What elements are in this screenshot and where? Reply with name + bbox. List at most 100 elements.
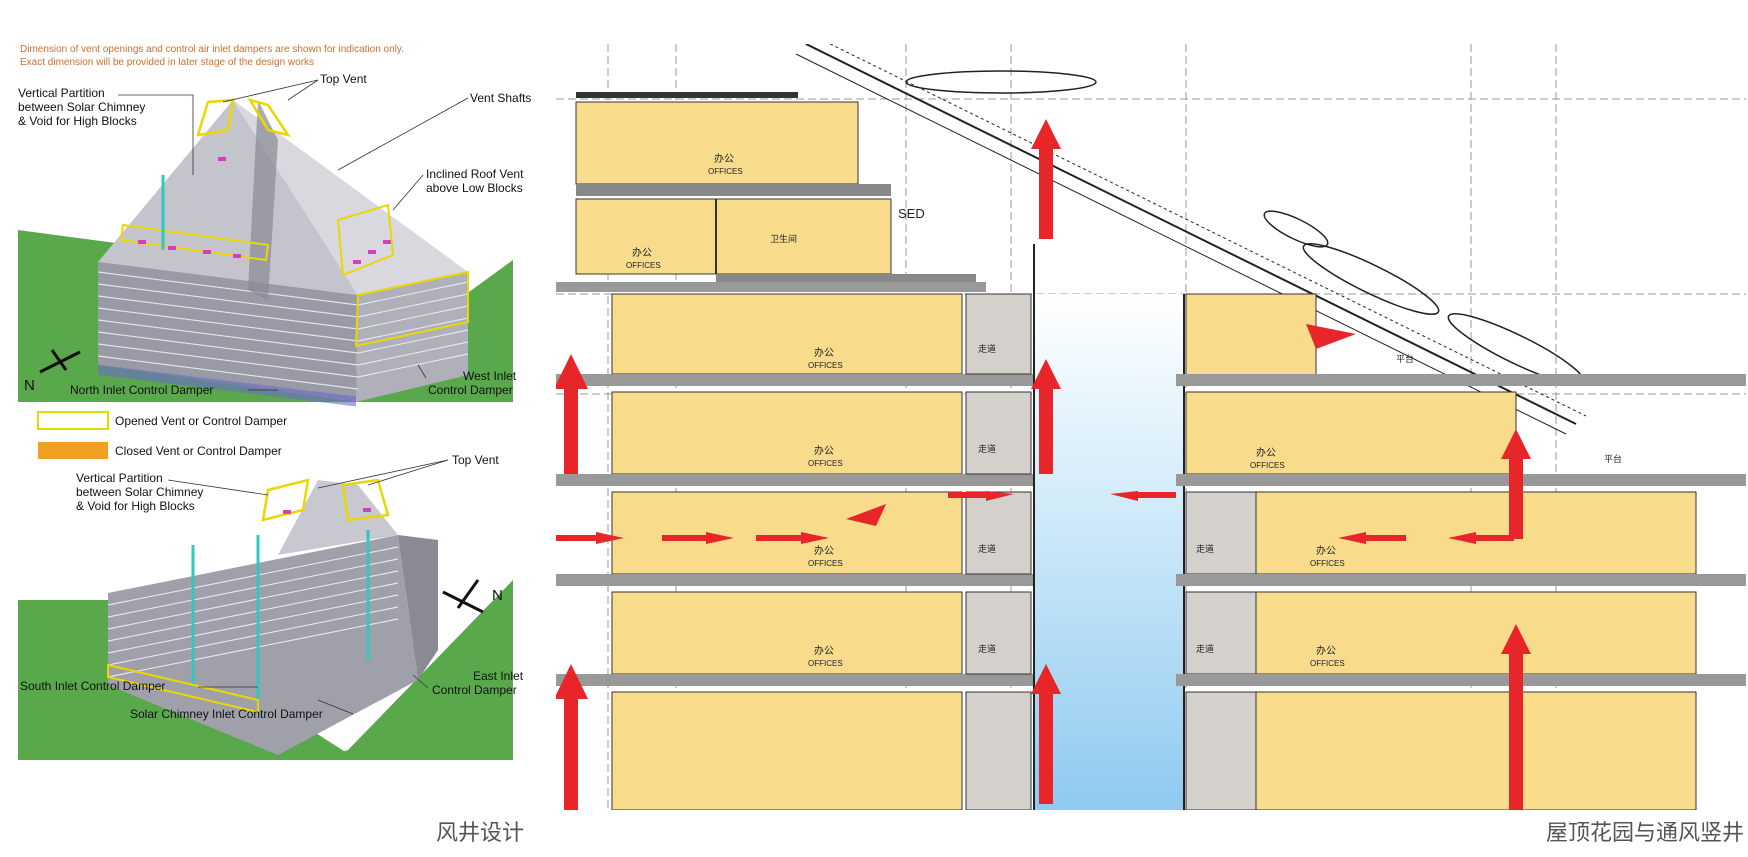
airflow-arrow-up-facade-3	[1501, 429, 1531, 539]
vent-markers-top	[138, 157, 391, 264]
label-partition-top-3: & Void for High Blocks	[18, 114, 137, 128]
block-face-east-bottom	[398, 535, 438, 680]
label-partition-bottom-2: between Solar Chimney	[76, 485, 203, 499]
top-vent-frame-1	[196, 98, 235, 137]
office-label-en-4: OFFICES	[808, 459, 843, 468]
airflow-arrow-roof-diag	[1306, 324, 1356, 349]
west-inlet-damper-frame	[354, 270, 469, 348]
compass-top	[39, 349, 81, 374]
pyramid-roof-east	[233, 100, 468, 295]
office-label-en-2: OFFICES	[626, 261, 661, 270]
top-vent-frame-2	[247, 97, 291, 137]
office-label-en-6: OFFICES	[808, 659, 843, 668]
south-damper-frame	[107, 663, 259, 714]
floor-lines	[97, 271, 469, 390]
platform-label-2: 平台	[1604, 453, 1622, 464]
office-label-cn-4: 办公	[814, 444, 834, 457]
caption-shaft-design: 风井设计	[436, 821, 525, 846]
bottom-axonometric-diagram: N Vertical Partition between Solar Chimn…	[18, 453, 524, 760]
legend-opened-label: Opened Vent or Control Damper	[115, 414, 287, 428]
floor-lines-bottom	[107, 546, 399, 678]
label-east-inlet-1: East Inlet	[473, 669, 524, 683]
airflow-arrow-in-right-1	[1338, 532, 1366, 544]
office-label-cn-7: 办公	[1316, 544, 1336, 557]
office-floors-right: 走道 走道 办公 OFFICES 办公 OFFICES 办公 OFFICES 平…	[1176, 293, 1746, 811]
label-east-inlet-2: Control Damper	[432, 683, 517, 697]
shaft-design-drawing: Dimension of vent openings and control a…	[18, 44, 531, 760]
roof-garden-section-panel: 办公 OFFICES 办公 OFFICES 卫生间 SED	[554, 35, 1746, 811]
top-vent-frame-bottom-2	[341, 478, 390, 522]
office-label-en-7: OFFICES	[1310, 559, 1345, 568]
top-axonometric-diagram: N Vertical Partition between Solar Chimn…	[18, 72, 531, 407]
corridor-label-2: 走道	[978, 443, 996, 454]
airflow-arrow-up-facade-2	[554, 664, 588, 810]
legend-closed-label: Closed Vent or Control Damper	[115, 444, 282, 458]
upper-office-block: 办公 OFFICES 办公 OFFICES 卫生间 SED	[575, 92, 976, 282]
vent-shaft-core	[248, 100, 278, 300]
airflow-arrow-up-facade-4	[1501, 624, 1531, 810]
block-face-east	[356, 272, 468, 402]
office-label-en-5: OFFICES	[808, 559, 843, 568]
roof-vent-blade-1	[905, 70, 1097, 94]
inclined-roof-vent-frame	[336, 203, 395, 277]
label-top-vent-top: Top Vent	[320, 72, 367, 86]
corridor-label-5: 走道	[1196, 543, 1214, 554]
design-note-line1: Dimension of vent openings and control a…	[20, 44, 404, 55]
legend-opened-swatch	[37, 411, 109, 430]
office-label-en-top: OFFICES	[708, 167, 743, 176]
corridor-label-6: 走道	[1196, 643, 1214, 654]
office-label-cn-9: 办公	[1256, 446, 1276, 459]
airflow-arrow-up-void-2	[1031, 664, 1061, 804]
airflow-arrow-up-roof	[1031, 119, 1061, 239]
sed-label: SED	[898, 206, 925, 221]
label-west-inlet-1: West Inlet	[463, 369, 517, 383]
label-south-damper: South Inlet Control Damper	[20, 679, 165, 693]
corridor-label-1: 走道	[978, 343, 996, 354]
office-label-cn-3: 办公	[814, 346, 834, 359]
airflow-arrows	[554, 119, 1531, 810]
label-roof-vent-1: Inclined Roof Vent	[426, 167, 524, 181]
leader-lines-bottom	[167, 459, 449, 715]
legend: Opened Vent or Control Damper Closed Ven…	[37, 411, 287, 459]
airflow-arrow-into-void-left	[986, 491, 1014, 501]
legend-closed-swatch	[38, 442, 108, 459]
leader-lines-top	[118, 79, 469, 391]
office-floors-left: 走道 走道 走道 走道 办公 OFFICES 办公 OFFICES 办公 OFF…	[556, 282, 1036, 811]
office-label-cn-top: 办公	[714, 152, 734, 165]
toilet-label: 卫生间	[770, 233, 797, 244]
ground-plane-bottom-right	[318, 580, 513, 760]
roof-vent-blade-3	[1302, 243, 1440, 315]
label-partition-top-1: Vertical Partition	[18, 86, 105, 100]
airflow-arrow-into-void-right	[1110, 491, 1138, 501]
section-drawing: 办公 OFFICES 办公 OFFICES 卫生间 SED	[554, 35, 1746, 811]
airflow-arrow-up-void-1	[1031, 359, 1061, 474]
office-label-en-9: OFFICES	[1250, 461, 1285, 470]
corridor-label-4: 走道	[978, 643, 996, 654]
office-label-cn-8: 办公	[1316, 644, 1336, 657]
office-label-cn-5: 办公	[814, 544, 834, 557]
ventilation-shaft-design-panel: Dimension of vent openings and control a…	[18, 40, 540, 810]
label-west-inlet-2: Control Damper	[428, 383, 513, 397]
airflow-arrow-up-facade-1	[554, 354, 588, 474]
roof-vent-blade-2	[1263, 210, 1329, 248]
platform-label-1: 平台	[1396, 353, 1414, 364]
office-label-cn-6: 办公	[814, 644, 834, 657]
ventilation-void	[1033, 244, 1185, 810]
office-label-en-8: OFFICES	[1310, 659, 1345, 668]
label-top-vent-bottom: Top Vent	[452, 453, 499, 467]
label-north-damper: North Inlet Control Damper	[70, 383, 213, 397]
label-partition-bottom-3: & Void for High Blocks	[76, 499, 195, 513]
airflow-arrow-in-2	[706, 532, 734, 544]
airflow-arrow-up-diag	[846, 504, 886, 526]
roof-damper-frame	[119, 223, 270, 262]
label-partition-bottom-1: Vertical Partition	[76, 471, 163, 485]
design-note-line2: Exact dimension will be provided in late…	[20, 57, 314, 68]
label-roof-vent-2: above Low Blocks	[426, 181, 523, 195]
north-damper-band	[98, 364, 356, 407]
label-vent-shafts: Vent Shafts	[470, 91, 531, 105]
label-chimney-damper: Solar Chimney Inlet Control Damper	[130, 707, 323, 721]
compass-north-top: N	[24, 377, 35, 394]
corridor-label-3: 走道	[978, 543, 996, 554]
vent-markers-bottom	[283, 508, 371, 514]
airflow-arrow-in-right-2	[1448, 532, 1476, 544]
